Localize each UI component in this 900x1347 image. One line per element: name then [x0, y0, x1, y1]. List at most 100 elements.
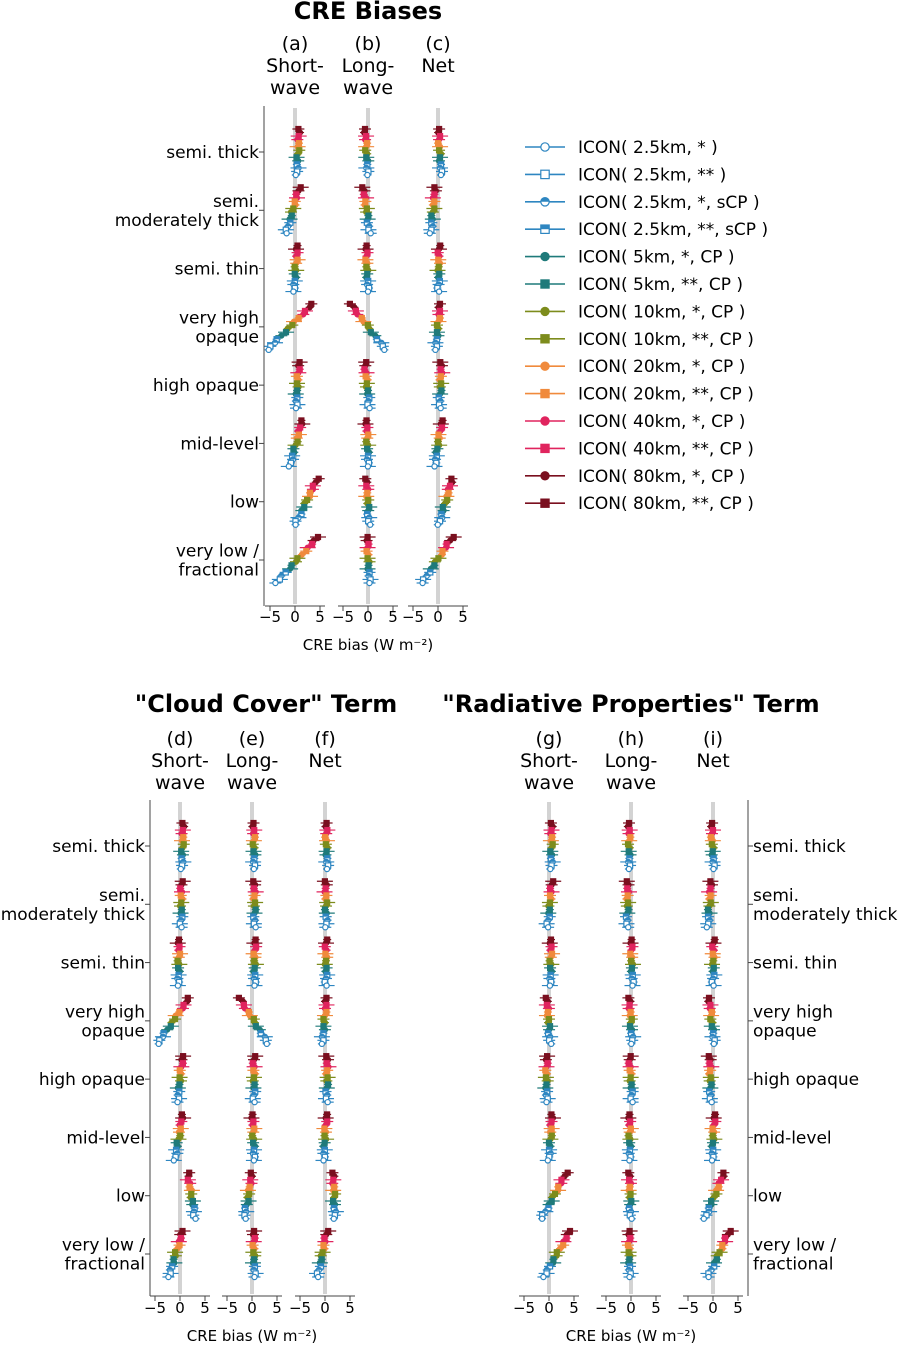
- x-axis-label-top: CRE bias (W m⁻²): [303, 636, 433, 654]
- data-point-fill: [708, 1092, 714, 1096]
- data-point-fill: [278, 573, 284, 576]
- data-point-fill: [294, 394, 300, 398]
- data-point-fill: [548, 1150, 554, 1154]
- data-point-fill: [287, 220, 293, 223]
- data-point: [710, 865, 717, 873]
- data-point: [314, 1273, 322, 1281]
- category-label: low: [753, 1187, 782, 1207]
- data-point-fill: [630, 972, 636, 975]
- data-point-fill: [708, 1267, 714, 1270]
- legend-marker: [540, 443, 550, 454]
- panel-title: (e)Long-wave: [226, 728, 279, 794]
- data-point-fill: [705, 914, 711, 917]
- data-point: [292, 404, 300, 412]
- data-point-fill: [242, 1205, 248, 1209]
- legend-marker-fill: [540, 197, 550, 202]
- data-point: [292, 521, 299, 528]
- data-point: [426, 230, 433, 237]
- data-point-fill: [435, 281, 442, 285]
- data-point: [708, 1098, 715, 1106]
- data-point: [625, 924, 632, 931]
- data-point-fill: [439, 515, 445, 518]
- data-point-fill: [428, 220, 434, 223]
- data-point: [360, 318, 367, 325]
- x-tick-label: 5: [733, 1299, 743, 1317]
- legend-label: ICON( 2.5km, * ): [578, 138, 718, 158]
- data-point-fill: [316, 1267, 322, 1270]
- data-point: [435, 555, 442, 562]
- data-point-fill: [630, 1034, 636, 1037]
- data-point-fill: [180, 859, 186, 862]
- legend-label: ICON( 10km, **, CP ): [578, 330, 754, 350]
- data-point-fill: [258, 1030, 264, 1034]
- panel-title: (c)Net: [421, 33, 454, 77]
- legend-label: ICON( 2.5km, *, sCP ): [578, 193, 760, 213]
- x-tick-label: 0: [433, 608, 443, 626]
- data-point-fill: [543, 1092, 549, 1096]
- data-point: [167, 1023, 174, 1030]
- x-tick-label: 5: [200, 1299, 210, 1317]
- data-point-fill: [437, 398, 444, 402]
- data-point: [628, 1215, 635, 1222]
- data-point: [560, 1242, 567, 1249]
- radiative-properties-title: "Radiative Properties" Term: [442, 690, 819, 718]
- data-point-fill: [251, 1267, 257, 1270]
- data-point-fill: [430, 223, 436, 227]
- x-tick-label: 0: [363, 608, 373, 626]
- data-point: [252, 924, 259, 931]
- data-point: [431, 463, 438, 470]
- data-point: [364, 463, 372, 470]
- x-axis-label-cloud-cover: CRE bias (W m⁻²): [187, 1327, 317, 1345]
- legend-label: ICON( 10km, *, CP ): [578, 302, 745, 322]
- data-point: [242, 1215, 249, 1222]
- data-point-fill: [437, 278, 443, 281]
- data-point-fill: [544, 1088, 550, 1092]
- category-label: mid-level: [66, 1128, 145, 1148]
- legend-marker: [540, 251, 550, 262]
- data-point-fill: [709, 1150, 715, 1154]
- data-point-fill: [324, 917, 331, 921]
- data-point: [419, 579, 426, 587]
- data-point-fill: [323, 859, 329, 862]
- data-point-fill: [160, 1030, 167, 1034]
- data-point: [543, 1098, 550, 1106]
- category-label: semi. thick: [52, 837, 145, 857]
- category-label: high opaque: [153, 376, 259, 396]
- data-point: [174, 1098, 181, 1106]
- data-point-fill: [318, 1263, 324, 1267]
- x-tick-label: −5: [332, 608, 354, 626]
- data-point: [300, 311, 307, 318]
- data-point: [263, 1040, 270, 1048]
- legend-marker-fill: [540, 225, 550, 230]
- data-point: [289, 321, 296, 329]
- data-point: [548, 1197, 555, 1205]
- data-point: [283, 230, 290, 237]
- x-tick-label: 5: [458, 608, 468, 626]
- data-point-fill: [179, 914, 185, 917]
- data-point-fill: [322, 1147, 328, 1150]
- data-point-fill: [243, 1209, 249, 1212]
- data-point-fill: [710, 1030, 716, 1034]
- data-point: [626, 1273, 633, 1281]
- data-point: [292, 171, 299, 179]
- legend-marker: [540, 142, 550, 152]
- legend-marker: [540, 388, 550, 399]
- data-point: [450, 533, 457, 541]
- data-point-fill: [295, 515, 302, 518]
- data-point: [252, 1023, 259, 1030]
- data-point-fill: [548, 972, 554, 975]
- x-tick-label: 5: [569, 1299, 579, 1317]
- data-point: [306, 304, 313, 311]
- data-point: [155, 1040, 162, 1048]
- data-point-fill: [364, 281, 370, 285]
- category-label: low: [230, 493, 259, 513]
- category-label: semi. thin: [61, 954, 145, 974]
- legend-label: ICON( 5km, **, CP ): [578, 275, 743, 295]
- data-point-fill: [630, 1088, 636, 1092]
- category-label: semi. thick: [166, 143, 259, 163]
- data-point-fill: [628, 1030, 634, 1034]
- data-point: [323, 865, 331, 873]
- x-tick-label: −5: [677, 1299, 699, 1317]
